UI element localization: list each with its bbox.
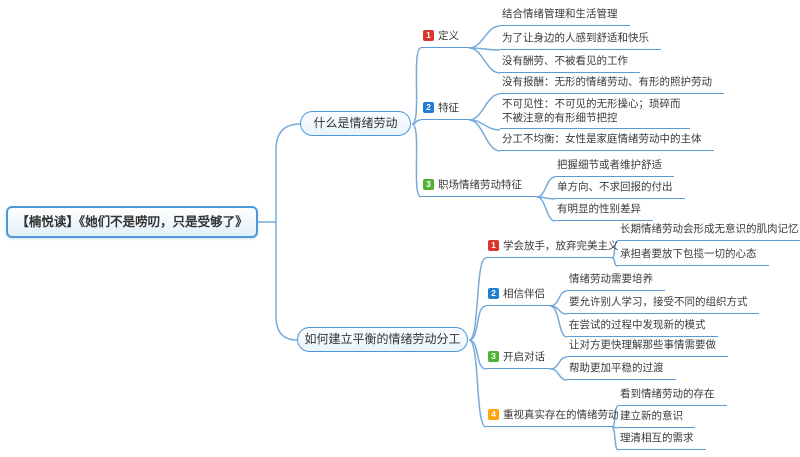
subtopic-value-emotional-labor[interactable]: 4 重视真实存在的情绪劳动 (486, 407, 619, 427)
subtopic-label: 学会放手，放弃完美主义 (503, 240, 619, 252)
leaf-node[interactable]: 结合情绪管理和生活管理 (500, 7, 630, 26)
leaf-node[interactable]: 让对方更快理解那些事情需要做 (567, 338, 728, 357)
branch-what-is-emotional-labor[interactable]: 什么是情绪劳动 (300, 111, 411, 136)
leaf-node[interactable]: 没有报酬：无形的情绪劳动、有形的照护劳动 (500, 75, 724, 94)
topic-number-badge: 3 (423, 179, 434, 190)
subtopic-let-go-perfectionism[interactable]: 1 学会放手，放弃完美主义 (486, 238, 619, 258)
subtopic-label: 相信伴侣 (503, 288, 545, 300)
leaf-node[interactable]: 情绪劳动需要培养 (567, 272, 665, 291)
subtopic-start-dialogue[interactable]: 3 开启对话 (486, 349, 550, 369)
topic-number-badge: 3 (488, 351, 499, 362)
subtopic-trust-partner[interactable]: 2 相信伴侣 (486, 286, 550, 306)
subtopic-label: 重视真实存在的情绪劳动 (503, 409, 619, 421)
topic-number-badge: 2 (423, 102, 434, 113)
subtopic-label: 开启对话 (503, 351, 545, 363)
leaf-node[interactable]: 理清相互的需求 (618, 431, 706, 450)
leaf-node[interactable]: 单方向、不求回报的付出 (555, 180, 685, 199)
leaf-node[interactable]: 承担者要放下包揽一切的心态 (618, 247, 769, 266)
topic-number-badge: 1 (488, 240, 499, 251)
leaf-node[interactable]: 长期情绪劳动会形成无意识的肌肉记忆 (618, 222, 800, 241)
leaf-node[interactable]: 帮助更加平稳的过渡 (567, 361, 676, 380)
subtopic-label: 特征 (438, 102, 459, 114)
subtopic-label: 定义 (438, 30, 459, 42)
branch-how-to-balance[interactable]: 如何建立平衡的情绪劳动分工 (297, 327, 468, 352)
leaf-node[interactable]: 不可见性：不可见的无形操心；琐碎而不被注意的有形细节把控 (500, 97, 690, 129)
topic-number-badge: 2 (488, 288, 499, 299)
leaf-node[interactable]: 分工不均衡：女性是家庭情绪劳动中的主体 (500, 132, 714, 151)
subtopic-workplace-traits[interactable]: 3 职场情绪劳动特征 (421, 177, 537, 197)
leaf-node[interactable]: 有明显的性别差异 (555, 202, 653, 221)
leaf-node[interactable]: 在尝试的过程中发现新的模式 (567, 318, 718, 337)
leaf-node[interactable]: 建立新的意识 (618, 409, 695, 428)
leaf-node[interactable]: 为了让身边的人感到舒适和快乐 (500, 31, 661, 50)
topic-number-badge: 4 (488, 409, 499, 420)
root-topic[interactable]: 【楠悦读】《她们不是唠叨，只是受够了》 (6, 206, 258, 238)
subtopic-label: 职场情绪劳动特征 (438, 179, 522, 191)
leaf-node[interactable]: 看到情绪劳动的存在 (618, 387, 727, 406)
topic-number-badge: 1 (423, 30, 434, 41)
leaf-node[interactable]: 没有酬劳、不被看见的工作 (500, 54, 640, 73)
leaf-node[interactable]: 把握细节或者维护舒适 (555, 158, 674, 177)
leaf-node[interactable]: 要允许别人学习，接受不同的组织方式 (567, 295, 759, 314)
subtopic-definition[interactable]: 1 定义 (421, 28, 469, 48)
subtopic-characteristics[interactable]: 2 特征 (421, 100, 469, 120)
